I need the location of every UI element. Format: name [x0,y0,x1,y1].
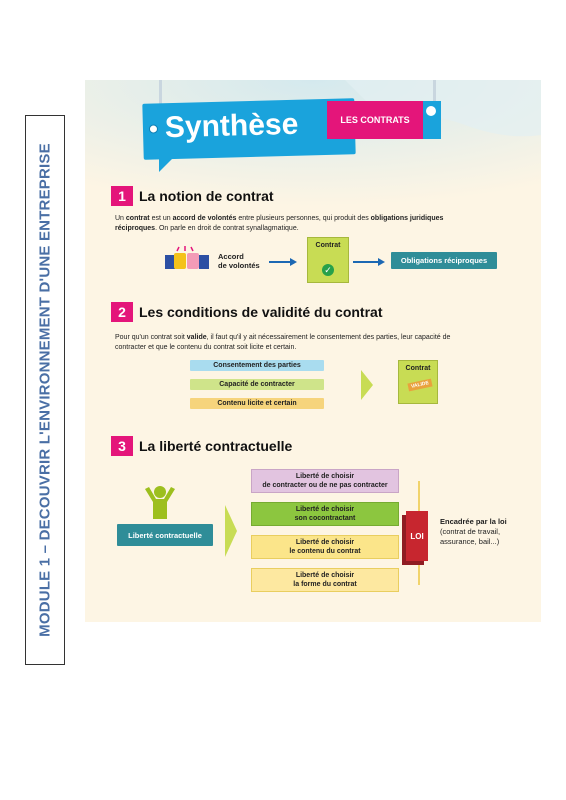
person-cheering-icon [145,486,175,519]
contract-document: Contrat ✓ [307,237,349,283]
section-title: La liberté contractuelle [139,438,293,454]
condition-pill: Contenu licite et certain [190,398,324,409]
arrow [269,261,291,263]
section-paragraph: Pour qu'un contrat soit valide, il faut … [115,334,451,351]
accord-label: Accord de volontés [218,252,260,270]
hanging-cord [159,80,162,106]
arrow [353,261,379,263]
section-number: 3 [111,436,133,456]
pin-icon [148,124,159,134]
hanging-cord [433,80,436,106]
liberte-contractuelle-box: Liberté contractuelle [117,524,213,546]
title-banner: Synthèse [142,98,356,160]
contract-document: Contrat VALIDE [398,360,438,404]
arrow-head [378,258,385,266]
section-title: La notion de contrat [139,188,274,204]
pin-icon [426,106,436,116]
contract-label: Contrat [405,365,431,372]
section-title: Les conditions de validité du contrat [139,304,383,320]
handshake-icon [165,246,209,269]
synthesis-sheet: Synthèse LES CONTRATS 1 La notion de con… [85,80,541,622]
section-number: 2 [111,302,133,322]
condition-pill: Capacité de contracter [190,379,324,390]
chevron-right-icon [361,370,373,400]
valide-stamp: VALIDE [407,378,433,392]
chevron-right-icon [225,505,237,557]
encadree-text: Encadrée par la loi (contrat de travail,… [440,517,507,546]
section-number: 1 [111,186,133,206]
section-paragraph: Un contrat est un accord de volontés ent… [115,215,444,232]
page-title: Synthèse [164,107,299,145]
law-book-icon: LOI [406,511,428,561]
obligations-box: Obligations réciproques [391,252,497,269]
contract-label: Contrat [315,242,341,249]
condition-pill: Consentement des parties [190,360,324,371]
module-label: MODULE 1 – DECOUVRIR L'ENVIRONNEMENT D'U… [36,143,54,637]
module-sidebar: MODULE 1 – DECOUVRIR L'ENVIRONNEMENT D'U… [25,115,65,665]
topic-tag: LES CONTRATS [327,101,423,139]
checkmark-icon: ✓ [322,264,334,276]
banner-tail [159,154,177,172]
arrow-head [290,258,297,266]
